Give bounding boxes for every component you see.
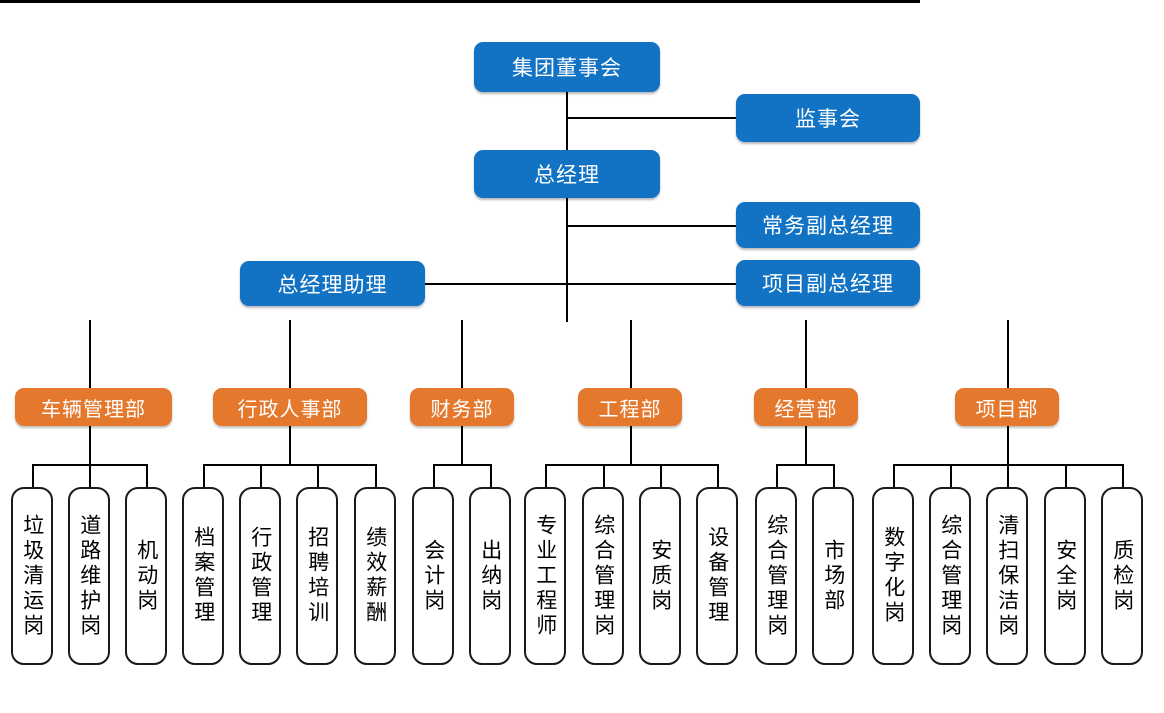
connector-project-down	[1007, 424, 1009, 465]
position-label: 综合管理岗	[938, 513, 962, 639]
position-node[interactable]: 市场部	[812, 487, 854, 665]
connector-gm-to-project-vp	[566, 283, 737, 285]
position-label: 安质岗	[648, 538, 672, 614]
dept-vehicle-management[interactable]: 车辆管理部	[15, 388, 172, 426]
connector-bus-to-engineering	[630, 320, 632, 388]
position-node[interactable]: 绩效薪酬	[354, 487, 396, 665]
connector-bus-to-vehicle	[89, 320, 91, 388]
connector-gm-down	[566, 198, 568, 322]
position-label: 行政管理	[248, 526, 272, 626]
node-project-vice-president[interactable]: 项目副总经理	[736, 260, 920, 306]
position-label: 道路维护岗	[77, 513, 101, 639]
bus-finance	[433, 464, 491, 466]
connector-operations-leaf-2	[833, 464, 835, 488]
dept-admin-hr[interactable]: 行政人事部	[213, 388, 367, 426]
position-label: 设备管理	[705, 526, 729, 626]
connector-finance-leaf-1	[433, 464, 435, 488]
connector-engineering-leaf-4	[717, 464, 719, 488]
position-label: 档案管理	[191, 526, 215, 626]
connector-adminhr-leaf-4	[375, 464, 377, 488]
position-node[interactable]: 数字化岗	[872, 487, 914, 665]
position-node[interactable]: 综合管理岗	[929, 487, 971, 665]
position-node[interactable]: 档案管理	[182, 487, 224, 665]
position-node[interactable]: 垃圾清运岗	[11, 487, 53, 665]
position-node[interactable]: 安质岗	[639, 487, 681, 665]
connector-bus-to-operations	[805, 320, 807, 388]
position-node[interactable]: 招聘培训	[296, 487, 338, 665]
node-supervisory-board[interactable]: 监事会	[736, 94, 920, 142]
position-node[interactable]: 机动岗	[125, 487, 167, 665]
position-node[interactable]: 专业工程师	[524, 487, 566, 665]
connector-operations-down	[805, 424, 807, 465]
position-label: 垃圾清运岗	[20, 513, 44, 639]
connector-adminhr-down	[289, 424, 291, 465]
connector-engineering-leaf-3	[660, 464, 662, 488]
connector-adminhr-leaf-1	[203, 464, 205, 488]
bus-engineering	[545, 464, 718, 466]
connector-gm-to-exec-vp	[566, 225, 737, 227]
connector-engineering-leaf-2	[603, 464, 605, 488]
connector-bus-to-finance	[461, 320, 463, 388]
position-label: 质检岗	[1110, 538, 1134, 614]
position-label: 机动岗	[134, 538, 158, 614]
node-gm-assistant[interactable]: 总经理助理	[240, 261, 425, 306]
connector-project-leaf-3	[1007, 464, 1009, 488]
position-node[interactable]: 出纳岗	[469, 487, 511, 665]
position-label: 会计岗	[421, 538, 445, 614]
connector-vehicle-leaf-1	[32, 464, 34, 488]
dept-operations[interactable]: 经营部	[754, 388, 858, 426]
connector-engineering-down	[630, 424, 632, 465]
department-bus	[0, 0, 920, 3]
connector-vehicle-leaf-3	[146, 464, 148, 488]
node-board-of-directors[interactable]: 集团董事会	[474, 42, 660, 92]
connector-finance-down	[461, 424, 463, 465]
position-label: 综合管理岗	[764, 513, 788, 639]
position-node[interactable]: 行政管理	[239, 487, 281, 665]
dept-engineering[interactable]: 工程部	[578, 388, 682, 426]
connector-engineering-leaf-1	[545, 464, 547, 488]
position-label: 专业工程师	[533, 513, 557, 639]
position-node[interactable]: 清扫保洁岗	[986, 487, 1028, 665]
connector-project-leaf-5	[1122, 464, 1124, 488]
connector-adminhr-leaf-3	[317, 464, 319, 488]
connector-adminhr-leaf-2	[260, 464, 262, 488]
connector-operations-leaf-1	[776, 464, 778, 488]
connector-bus-to-project	[1007, 320, 1009, 388]
bus-operations	[776, 464, 834, 466]
position-label: 清扫保洁岗	[995, 513, 1019, 639]
position-label: 综合管理岗	[591, 513, 615, 639]
position-label: 出纳岗	[478, 538, 502, 614]
position-node[interactable]: 质检岗	[1101, 487, 1143, 665]
position-node[interactable]: 安全岗	[1044, 487, 1086, 665]
connector-project-leaf-1	[893, 464, 895, 488]
node-executive-vice-president[interactable]: 常务副总经理	[736, 202, 920, 248]
connector-project-leaf-4	[1065, 464, 1067, 488]
connector-vehicle-down	[89, 424, 91, 465]
node-general-manager[interactable]: 总经理	[474, 150, 660, 198]
connector-board-down	[566, 92, 568, 176]
position-label: 数字化岗	[881, 526, 905, 626]
position-node[interactable]: 设备管理	[696, 487, 738, 665]
connector-vehicle-leaf-2	[89, 464, 91, 488]
connector-finance-leaf-2	[490, 464, 492, 488]
position-node[interactable]: 会计岗	[412, 487, 454, 665]
connector-board-to-supervisory	[566, 117, 737, 119]
position-node[interactable]: 道路维护岗	[68, 487, 110, 665]
position-label: 市场部	[821, 538, 845, 614]
bus-adminhr	[203, 464, 376, 466]
dept-project[interactable]: 项目部	[955, 388, 1059, 426]
position-label: 安全岗	[1053, 538, 1077, 614]
connector-gm-to-assistant	[425, 283, 567, 285]
position-node[interactable]: 综合管理岗	[582, 487, 624, 665]
position-node[interactable]: 综合管理岗	[755, 487, 797, 665]
position-label: 绩效薪酬	[363, 526, 387, 626]
connector-project-leaf-2	[950, 464, 952, 488]
dept-finance[interactable]: 财务部	[410, 388, 514, 426]
position-label: 招聘培训	[305, 526, 329, 626]
connector-bus-to-admin-hr	[289, 320, 291, 388]
